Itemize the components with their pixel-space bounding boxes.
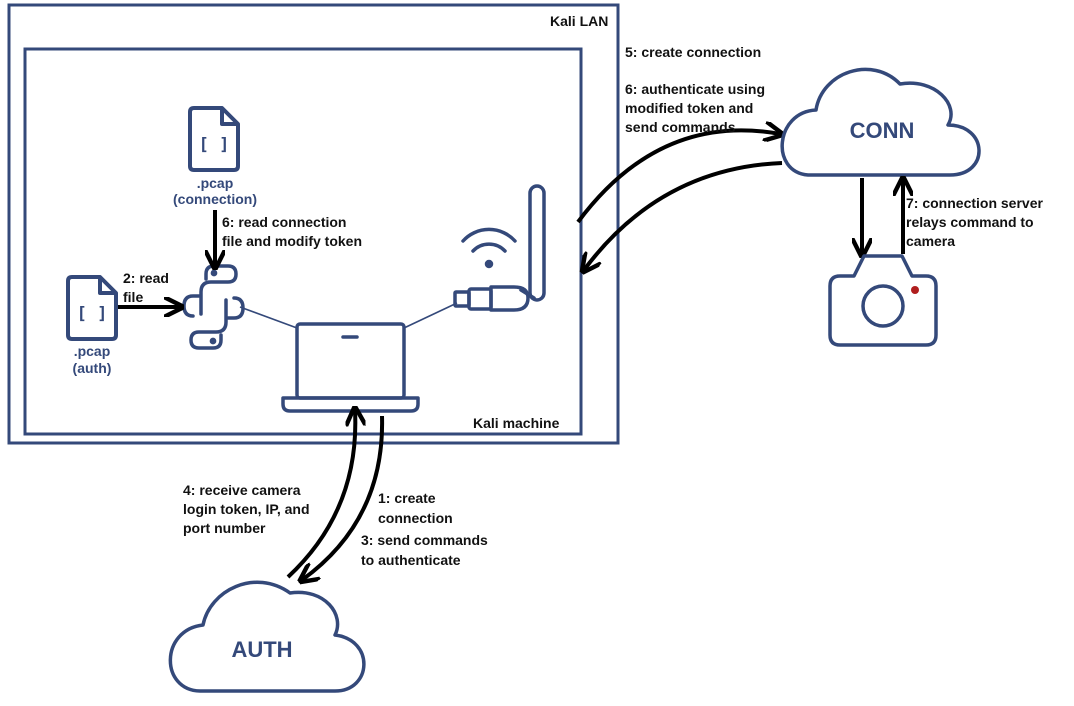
step-receive-token-line: 4: receive camera <box>183 482 301 498</box>
kali-lan-box <box>7 3 620 445</box>
pcap-auth-file-icon: [ ] <box>66 275 118 341</box>
step-create-connection-auth: 1: create connection <box>378 490 453 526</box>
step-read-file-line: 2: read <box>123 270 169 286</box>
usb-antenna-icon <box>453 184 546 312</box>
step-send-auth: 3: send commands to authenticate <box>361 532 488 568</box>
step-read-connection-line: file and modify token <box>222 233 362 249</box>
kali-machine-box <box>23 47 583 436</box>
step-send-auth-line: to authenticate <box>361 552 461 568</box>
conn-cloud <box>780 67 981 177</box>
step-authenticate-line: modified token and <box>625 100 753 116</box>
step-relay-line: relays command to <box>906 214 1034 230</box>
step-authenticate-line: 6: authenticate using <box>625 81 765 97</box>
step-read-connection-line: 6: read connection <box>222 214 346 230</box>
step-read-connection: 6: read connection file and modify token <box>222 214 362 249</box>
arrow-from-auth <box>286 410 355 579</box>
step-authenticate-line: send commands <box>625 119 736 135</box>
arrow-to-auth <box>302 415 385 580</box>
pcap-connection-name: .pcap <box>197 175 234 191</box>
step-receive-token-line: port number <box>183 520 266 536</box>
python-laptop-link <box>239 306 298 329</box>
python-icon <box>182 264 245 350</box>
step-create-connection-auth-line: 1: create <box>378 490 436 506</box>
arrow-from-conn <box>584 161 783 270</box>
step-create-connection-auth-line: connection <box>378 510 453 526</box>
pcap-connection-glyph: [ ] <box>199 135 230 155</box>
kali-machine-label: Kali machine <box>473 415 560 431</box>
laptop-icon <box>281 322 420 413</box>
step-relay: 7: connection server relays command to c… <box>906 195 1043 249</box>
arrow-to-conn <box>576 130 780 224</box>
pcap-auth-name: .pcap <box>74 343 111 359</box>
antenna-laptop-link <box>403 302 458 329</box>
step-receive-token: 4: receive camera login token, IP, and p… <box>183 482 310 536</box>
camera-indicator-dot <box>911 286 919 294</box>
step-receive-token-line: login token, IP, and <box>183 501 310 517</box>
step-create-connection-conn: 5: create connection <box>625 44 761 60</box>
pcap-connection-kind: (connection) <box>173 191 257 207</box>
step-read-file: 2: read file <box>123 270 169 305</box>
step-send-auth-line: 3: send commands <box>361 532 488 548</box>
step-authenticate: 6: authenticate using modified token and… <box>625 81 765 135</box>
auth-cloud <box>168 580 366 693</box>
auth-cloud-label: AUTH <box>231 637 292 662</box>
pcap-auth-kind: (auth) <box>73 360 112 376</box>
wifi-icon <box>461 227 517 269</box>
conn-cloud-label: CONN <box>850 118 915 143</box>
step-relay-line: camera <box>906 233 955 249</box>
kali-lan-label: Kali LAN <box>550 13 608 29</box>
pcap-connection-file-icon: [ ] <box>188 106 240 172</box>
camera-icon <box>828 254 938 347</box>
step-read-file-line: file <box>123 289 143 305</box>
pcap-auth-glyph: [ ] <box>77 304 108 324</box>
step-relay-line: 7: connection server <box>906 195 1043 211</box>
